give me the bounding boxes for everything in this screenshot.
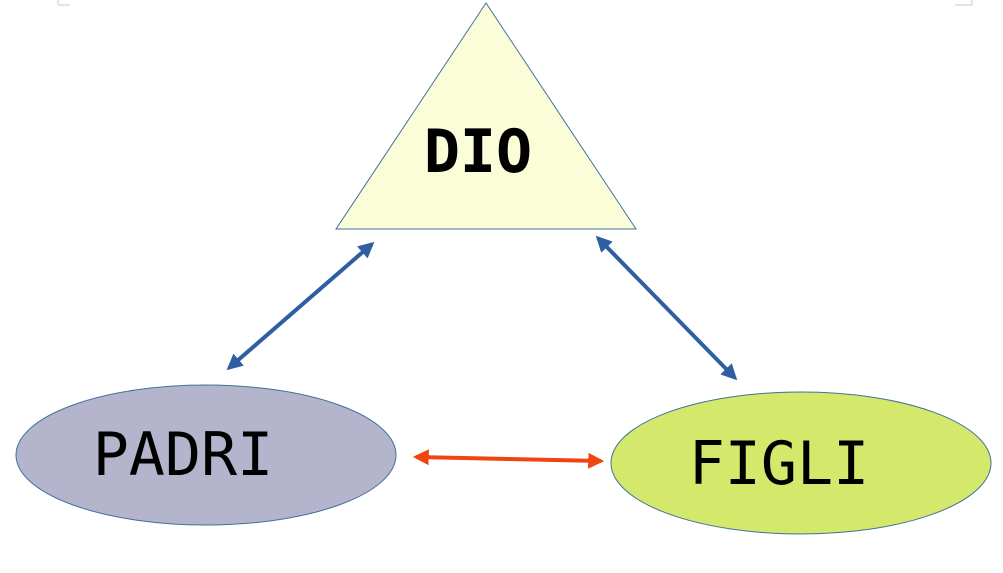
node-god: DIO (335, 2, 637, 230)
arrow-god-children (595, 235, 738, 381)
children-ellipse (610, 391, 992, 535)
god-label: DIO (424, 117, 532, 187)
god-triangle (335, 2, 637, 230)
fathers-label: PADRI (93, 420, 274, 490)
arrow-fathers-children (412, 449, 605, 469)
node-children: FIGLI (610, 391, 992, 535)
page-corner-mark-right (955, 0, 973, 6)
fathers-ellipse (15, 384, 397, 526)
children-label: FIGLI (689, 429, 870, 499)
page-corner-mark-left (57, 0, 70, 6)
node-fathers: PADRI (15, 384, 397, 526)
arrow-god-fathers (226, 241, 375, 371)
